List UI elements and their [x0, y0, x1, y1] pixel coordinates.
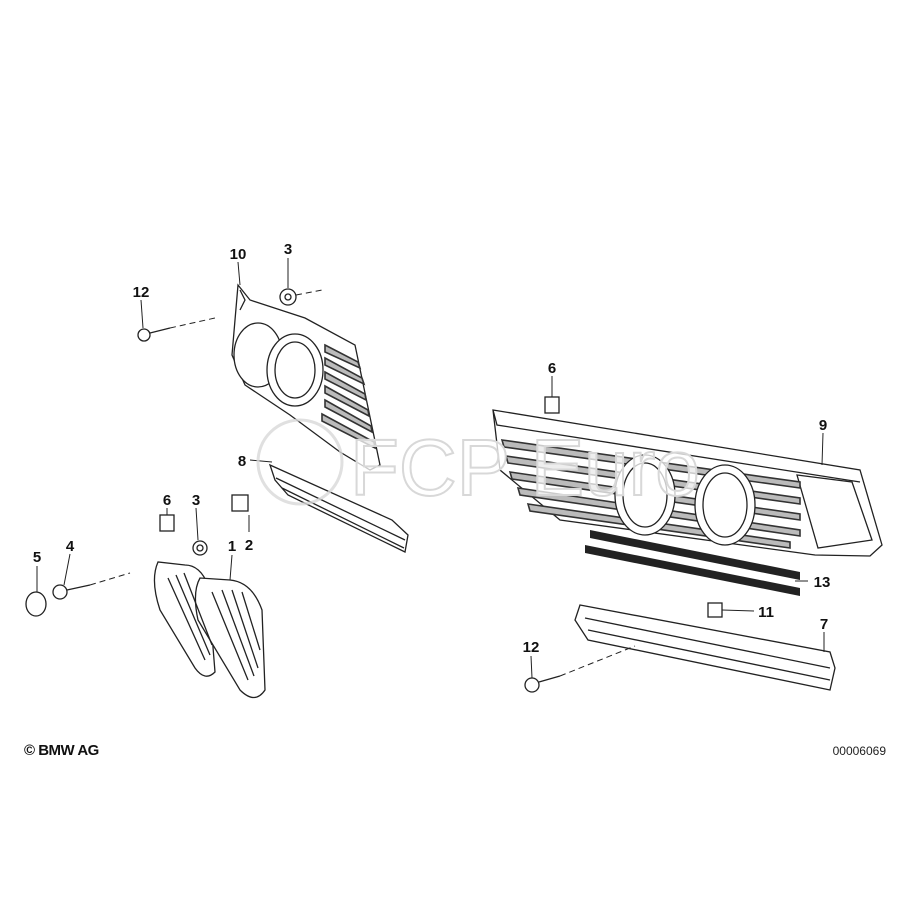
watermark: FCP Euro [256, 418, 701, 513]
part-3-clip-lower[interactable] [192, 540, 208, 556]
part-2-bracket[interactable] [231, 494, 249, 512]
diagram-code: 00006069 [832, 744, 886, 758]
part-10-headlight-grille-left[interactable] [231, 283, 381, 471]
copyright-label: © BMW AG [24, 742, 99, 759]
part-5-cap[interactable] [25, 591, 47, 617]
callout-11: 11 [758, 604, 774, 621]
callout-12: 12 [523, 639, 540, 656]
callout-4: 4 [66, 538, 75, 555]
callout-10: 10 [230, 246, 247, 263]
part-13-rubber-strips[interactable] [585, 530, 800, 596]
part-7-lower-trim[interactable] [574, 604, 836, 691]
part-8-trim-strip[interactable] [268, 463, 409, 553]
callout-1: 1 [228, 538, 236, 555]
callout-5: 5 [33, 549, 41, 566]
part-6-clip-right[interactable] [544, 396, 560, 414]
callout-13: 13 [814, 574, 831, 591]
part-6-clip-left[interactable] [159, 514, 175, 532]
callout-12: 12 [133, 284, 150, 301]
callout-3: 3 [192, 492, 200, 509]
part-12-screw-upper[interactable] [137, 327, 171, 342]
callout-2: 2 [245, 537, 253, 554]
part-3-clip-upper[interactable] [279, 288, 297, 306]
watermark-text: FCP Euro [350, 423, 700, 512]
part-12-screw-lower[interactable] [524, 675, 561, 693]
callout-8: 8 [238, 453, 246, 470]
part-4-screw[interactable] [52, 584, 91, 600]
part-1-kidney-grille[interactable] [153, 561, 266, 699]
callout-3: 3 [284, 241, 292, 258]
callout-labels: 10 3 12 6 9 8 6 3 2 1 4 5 13 11 7 12 [33, 241, 831, 656]
callout-9: 9 [819, 417, 827, 434]
part-11-clip[interactable] [707, 602, 723, 618]
callout-6: 6 [163, 492, 171, 509]
callout-7: 7 [820, 616, 828, 633]
part-9-center-grille[interactable] [492, 409, 883, 557]
callout-6: 6 [548, 360, 556, 377]
leader-lines [36, 258, 825, 679]
